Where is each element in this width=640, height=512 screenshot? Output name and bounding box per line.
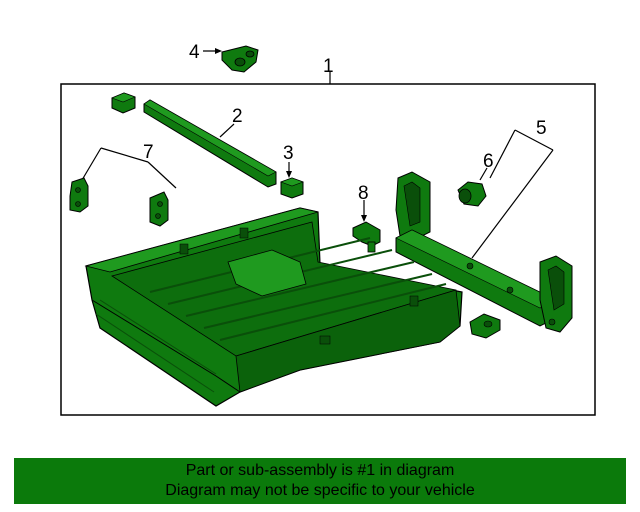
callout-2: 2 [232, 106, 243, 127]
parts-diagram: 1 4 2 3 7 [60, 42, 596, 416]
part-4-hinge-bracket [221, 45, 259, 73]
callout-5: 5 [536, 118, 547, 139]
part-7-bracket-left [69, 177, 89, 213]
notice-line-2: Diagram may not be specific to your vehi… [165, 482, 475, 499]
notice-banner: Part or sub-assembly is #1 in diagram Di… [14, 458, 626, 504]
part-stop-block [111, 92, 136, 114]
part-5-crossmember [395, 171, 573, 333]
part-3-block [280, 177, 304, 199]
part-7-bracket-right [149, 191, 169, 227]
part-crossmember-clip [469, 313, 501, 339]
callout-8: 8 [358, 183, 369, 204]
notice-line-1: Part or sub-assembly is #1 in diagram [185, 462, 455, 479]
callout-3: 3 [283, 143, 294, 164]
callout-7: 7 [143, 142, 154, 163]
callout-4: 4 [189, 42, 200, 63]
part-6-bushing [457, 181, 487, 207]
part-1-pickup-box [84, 207, 463, 407]
callout-6: 6 [483, 151, 494, 172]
assembly-frame [60, 83, 596, 416]
part-2-rail [143, 99, 277, 188]
callout-1: 1 [323, 56, 334, 77]
part-8-mount [352, 221, 381, 253]
